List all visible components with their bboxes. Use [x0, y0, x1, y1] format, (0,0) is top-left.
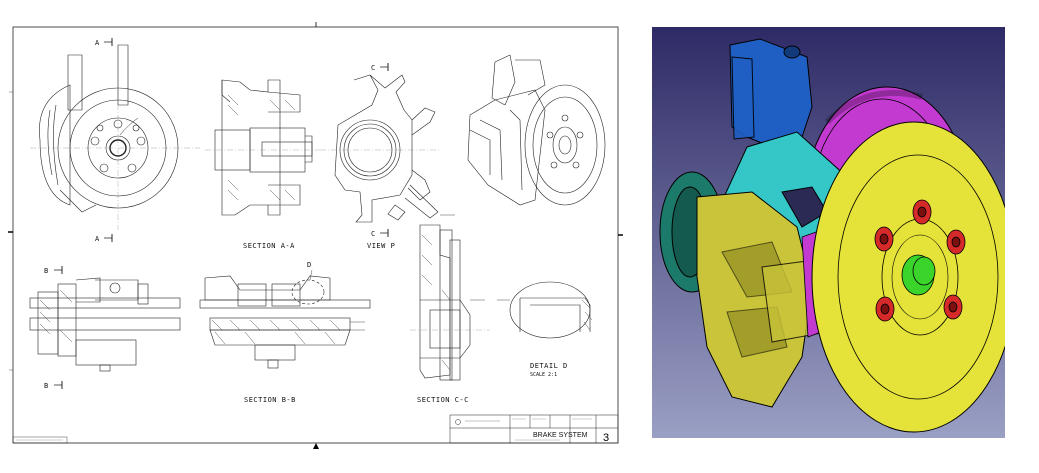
detail-d-view — [497, 281, 593, 339]
svg-text:B: B — [44, 382, 49, 390]
svg-text:B: B — [44, 267, 49, 275]
section-mark-c-top: C — [371, 63, 389, 72]
sheet-border — [12, 26, 619, 444]
steering-knuckle — [729, 38, 813, 148]
title-block-sheet-number: 3 — [603, 432, 609, 444]
detail-d-label: DETAIL D — [530, 362, 568, 370]
view-p — [320, 74, 440, 223]
section-bb-side-view — [29, 277, 181, 372]
section-bb-label: SECTION B-B — [244, 396, 296, 404]
title-block-title: BRAKE SYSTEM — [533, 432, 588, 439]
section-mark-b-top: B — [44, 266, 63, 275]
section-aa-label: SECTION A-A — [243, 242, 295, 250]
svg-text:A: A — [95, 235, 100, 243]
section-bb-view — [199, 275, 371, 369]
section-mark-b-bottom: B — [44, 381, 63, 390]
section-cc-label: SECTION C-C — [417, 396, 469, 404]
svg-text:A: A — [95, 39, 100, 47]
svg-text:C: C — [371, 64, 376, 72]
technical-drawing-sheet: A A B B C C — [8, 22, 623, 449]
brake-caliper — [696, 191, 828, 408]
section-mark-a-top: A — [95, 38, 113, 47]
section-mark-a-bottom: A — [95, 234, 113, 243]
isometric-view — [467, 54, 606, 206]
section-aa-view — [205, 79, 320, 216]
front-view — [30, 44, 200, 230]
detail-d-scale: SCALE 2:1 — [530, 372, 557, 378]
section-mark-c-bottom: C — [371, 229, 389, 238]
title-block — [449, 414, 619, 444]
section-cc-view — [410, 214, 490, 381]
callout-d: D — [307, 261, 312, 269]
svg-text:C: C — [371, 230, 376, 238]
corner-stamp — [12, 436, 68, 444]
view-p-label: VIEW P — [367, 242, 395, 250]
brake-3d-render — [652, 27, 1005, 438]
wheel-bolts — [874, 199, 966, 322]
spindle-nut — [901, 254, 936, 296]
